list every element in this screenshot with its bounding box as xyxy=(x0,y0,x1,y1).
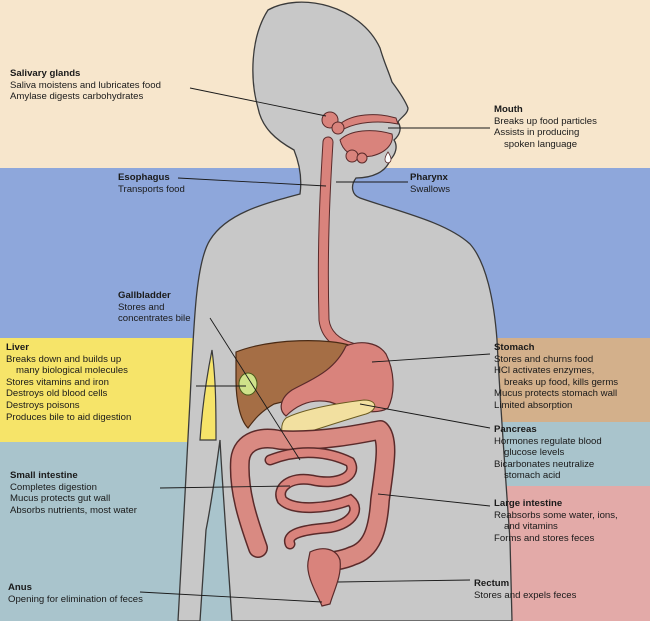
gallbladder-organ xyxy=(238,372,258,396)
label-line: Opening for elimination of feces xyxy=(8,593,143,605)
leader-anus xyxy=(139,591,323,603)
label-line: stomach acid xyxy=(504,470,561,482)
leader-large-intestine xyxy=(377,493,491,507)
label-line: Stores and churns food xyxy=(494,353,594,365)
label-liver: Liver Breaks down and builds up many bio… xyxy=(6,342,131,423)
label-line: spoken language xyxy=(504,138,578,150)
label-line: Amylase digests carbohydrates xyxy=(10,91,144,103)
label-line: Transports food xyxy=(118,183,185,195)
label-mouth: Mouth Breaks up food particles Assists i… xyxy=(494,104,597,150)
label-line: Saliva moistens and lubricates food xyxy=(10,79,161,91)
label-line: Produces bile to aid digestion xyxy=(6,411,132,423)
label-line: Stores vitamins and iron xyxy=(6,376,109,388)
saliva-drop xyxy=(384,151,392,164)
label-title: Large intestine xyxy=(494,498,563,509)
label-line: and vitamins xyxy=(504,521,558,533)
rectum-organ xyxy=(307,548,341,607)
label-title: Gallbladder xyxy=(118,290,171,301)
label-line: breaks up food, kills germs xyxy=(504,376,619,388)
label-large-intestine: Large intestine Reabsorbs some water, io… xyxy=(494,498,618,544)
label-line: glucose levels xyxy=(504,447,565,459)
label-title: Rectum xyxy=(474,578,510,589)
nasal-passage xyxy=(339,114,399,131)
stomach-organ xyxy=(280,342,394,417)
label-line: Stores and xyxy=(118,301,165,313)
label-line: Breaks down and builds up xyxy=(6,353,122,365)
label-line: Absorbs nutrients, most water xyxy=(10,504,137,516)
label-anus: Anus Opening for elimination of feces xyxy=(8,582,143,605)
label-title: Pharynx xyxy=(410,172,448,183)
leader-esophagus xyxy=(177,177,327,187)
arm-gap xyxy=(199,349,217,441)
label-line: Hormones regulate blood xyxy=(494,435,602,447)
leader-pancreas xyxy=(359,403,491,429)
label-line: Reabsorbs some water, ions, xyxy=(494,509,618,521)
salivary-gland-3 xyxy=(345,149,359,163)
salivary-gland-2 xyxy=(331,121,345,135)
label-line: Destroys poisons xyxy=(6,399,80,411)
label-title: Mouth xyxy=(494,104,523,115)
label-line: Bicarbonates neutralize xyxy=(494,458,595,470)
label-rectum: Rectum Stores and expels feces xyxy=(474,578,576,601)
label-line: Destroys old blood cells xyxy=(6,388,108,400)
label-salivary-glands: Salivary glands Saliva moistens and lubr… xyxy=(10,68,161,103)
label-line: HCl activates enzymes, xyxy=(494,365,595,377)
label-line: Swallows xyxy=(410,183,450,195)
label-line: Assists in producing xyxy=(494,127,580,139)
label-pharynx: Pharynx Swallows xyxy=(410,172,450,195)
label-title: Esophagus xyxy=(118,172,170,183)
label-title: Salivary glands xyxy=(10,68,81,79)
label-line: Mucus protects gut wall xyxy=(10,493,111,505)
leader-small-intestine xyxy=(159,485,291,489)
band-yellow xyxy=(0,338,218,442)
leader-lines xyxy=(139,87,491,603)
salivary-gland-4 xyxy=(356,152,368,164)
leader-stomach xyxy=(371,353,491,363)
label-esophagus: Esophagus Transports food xyxy=(118,172,185,195)
label-title: Stomach xyxy=(494,342,535,353)
leader-salivary xyxy=(189,87,327,117)
label-line: Breaks up food particles xyxy=(494,115,597,127)
esophagus-fill xyxy=(318,137,357,353)
leader-rectum xyxy=(337,579,471,583)
label-line: Mucus protects stomach wall xyxy=(494,388,618,400)
label-line: Forms and stores feces xyxy=(494,532,595,544)
large-intestine-fill xyxy=(231,421,394,575)
label-title: Anus xyxy=(8,582,32,593)
label-title: Small intestine xyxy=(10,470,78,481)
label-stomach: Stomach Stores and churns food HCl activ… xyxy=(494,342,618,412)
label-line: Completes digestion xyxy=(10,481,97,493)
leader-gallbladder xyxy=(209,317,301,461)
label-gallbladder: Gallbladder Stores and concentrates bile xyxy=(118,290,191,325)
small-intestine-organ xyxy=(264,447,361,550)
body-silhouette xyxy=(177,1,513,621)
label-line: concentrates bile xyxy=(118,313,191,325)
label-title: Liver xyxy=(6,342,29,353)
label-line: Stores and expels feces xyxy=(474,589,577,601)
label-line: Limited absorption xyxy=(494,399,573,411)
label-pancreas: Pancreas Hormones regulate blood glucose… xyxy=(494,424,602,482)
label-line: many biological molecules xyxy=(16,365,128,377)
label-small-intestine: Small intestine Completes digestion Mucu… xyxy=(10,470,137,516)
band-brown xyxy=(488,338,650,422)
label-title: Pancreas xyxy=(494,424,537,435)
